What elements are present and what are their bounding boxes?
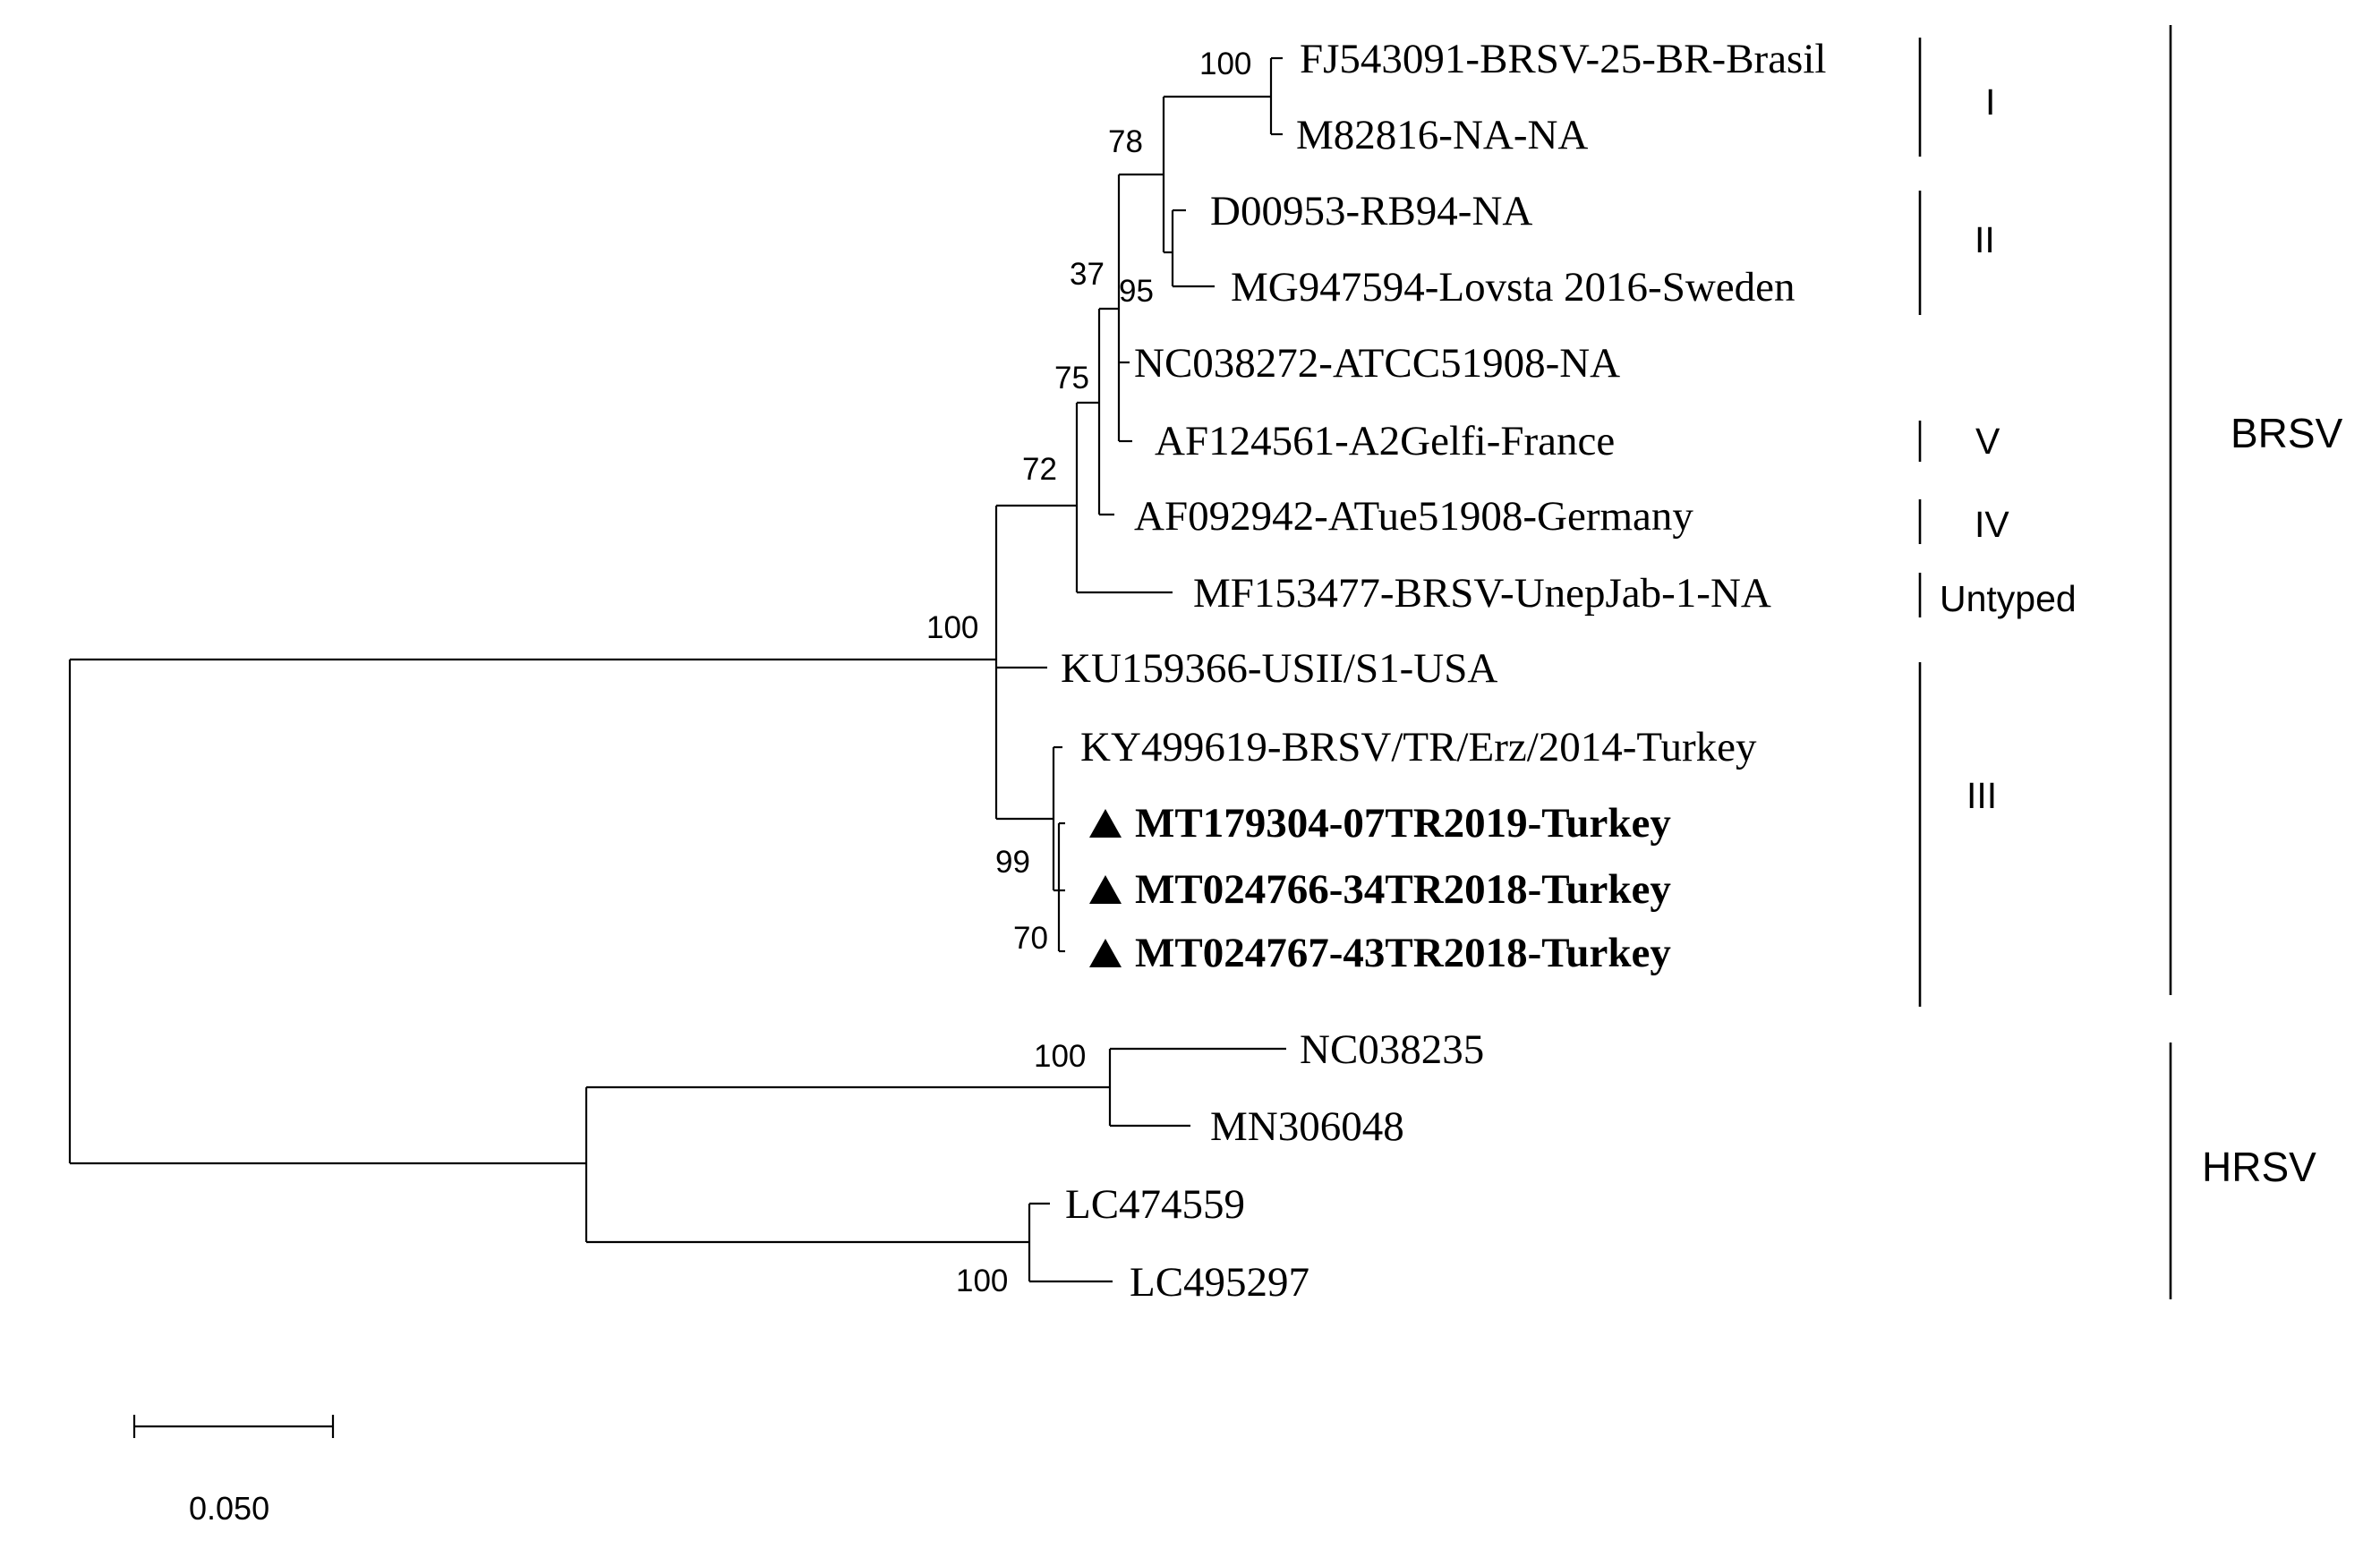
bootstrap-values: 100 78 95 37 75 72 100 99 70 100 100: [926, 47, 1251, 1298]
taxon-label: KU159366-USII/S1-USA: [1061, 645, 1497, 692]
taxon-label: KY499619-BRSV/TR/Erz/2014-Turkey: [1080, 724, 1757, 770]
tree-branches: [68, 56, 1286, 1283]
taxon-label-highlighted: MT024767-43TR2018-Turkey: [1135, 930, 1671, 976]
taxon-label-highlighted: MT024766-34TR2018-Turkey: [1135, 866, 1671, 913]
taxon-label: MN306048: [1210, 1103, 1404, 1150]
taxon-labels: FJ543091-BRSV-25-BR-Brasil M82816-NA-NA …: [1061, 36, 1826, 1306]
genotype-label: Untyped: [1940, 578, 2077, 619]
bootstrap-value: 100: [1199, 47, 1251, 81]
bootstrap-value: 37: [1070, 257, 1105, 292]
genotype-label: III: [1966, 775, 1997, 816]
genotype-brackets: I II V IV Untyped III: [1918, 38, 2077, 1007]
genotype-label: V: [1975, 421, 2000, 462]
bootstrap-value: 100: [956, 1264, 1008, 1298]
taxon-label: NC038235: [1300, 1026, 1484, 1073]
taxon-label: AF092942-ATue51908-Germany: [1134, 493, 1693, 540]
genotype-label: II: [1975, 219, 1995, 260]
taxon-label: M82816-NA-NA: [1296, 112, 1588, 158]
bootstrap-value: 95: [1119, 274, 1154, 309]
taxon-label: NC038272-ATCC51908-NA: [1134, 340, 1620, 387]
bootstrap-value: 78: [1108, 124, 1143, 159]
bootstrap-value: 99: [995, 845, 1030, 880]
taxon-label: D00953-RB94-NA: [1210, 188, 1532, 234]
taxon-label: MF153477-BRSV-UnepJab-1-NA: [1193, 570, 1771, 617]
bootstrap-value: 70: [1013, 921, 1048, 956]
virus-group-brackets: BRSV HRSV: [2169, 25, 2343, 1299]
triangle-marker-icon: [1089, 875, 1122, 904]
triangle-marker-icon: [1089, 809, 1122, 838]
group-label: HRSV: [2202, 1144, 2316, 1190]
bootstrap-value: 75: [1054, 361, 1089, 396]
genotype-label: I: [1985, 81, 1995, 123]
bootstrap-value: 100: [926, 610, 978, 645]
taxon-label: MG947594-Lovsta 2016-Sweden: [1231, 264, 1796, 311]
triangle-marker-icon: [1089, 939, 1122, 967]
bootstrap-value: 72: [1022, 452, 1057, 487]
bootstrap-value: 100: [1034, 1039, 1086, 1074]
taxon-label-highlighted: MT179304-07TR2019-Turkey: [1135, 800, 1671, 847]
scale-bar: 0.050: [132, 1415, 335, 1527]
group-label: BRSV: [2231, 410, 2343, 456]
taxon-label: AF124561-A2Gelfi-France: [1155, 418, 1615, 464]
taxon-label: FJ543091-BRSV-25-BR-Brasil: [1300, 36, 1826, 82]
taxon-label: LC474559: [1065, 1181, 1245, 1228]
scale-bar-label: 0.050: [189, 1490, 269, 1527]
taxon-label: LC495297: [1130, 1259, 1309, 1306]
genotype-label: IV: [1975, 504, 2009, 545]
